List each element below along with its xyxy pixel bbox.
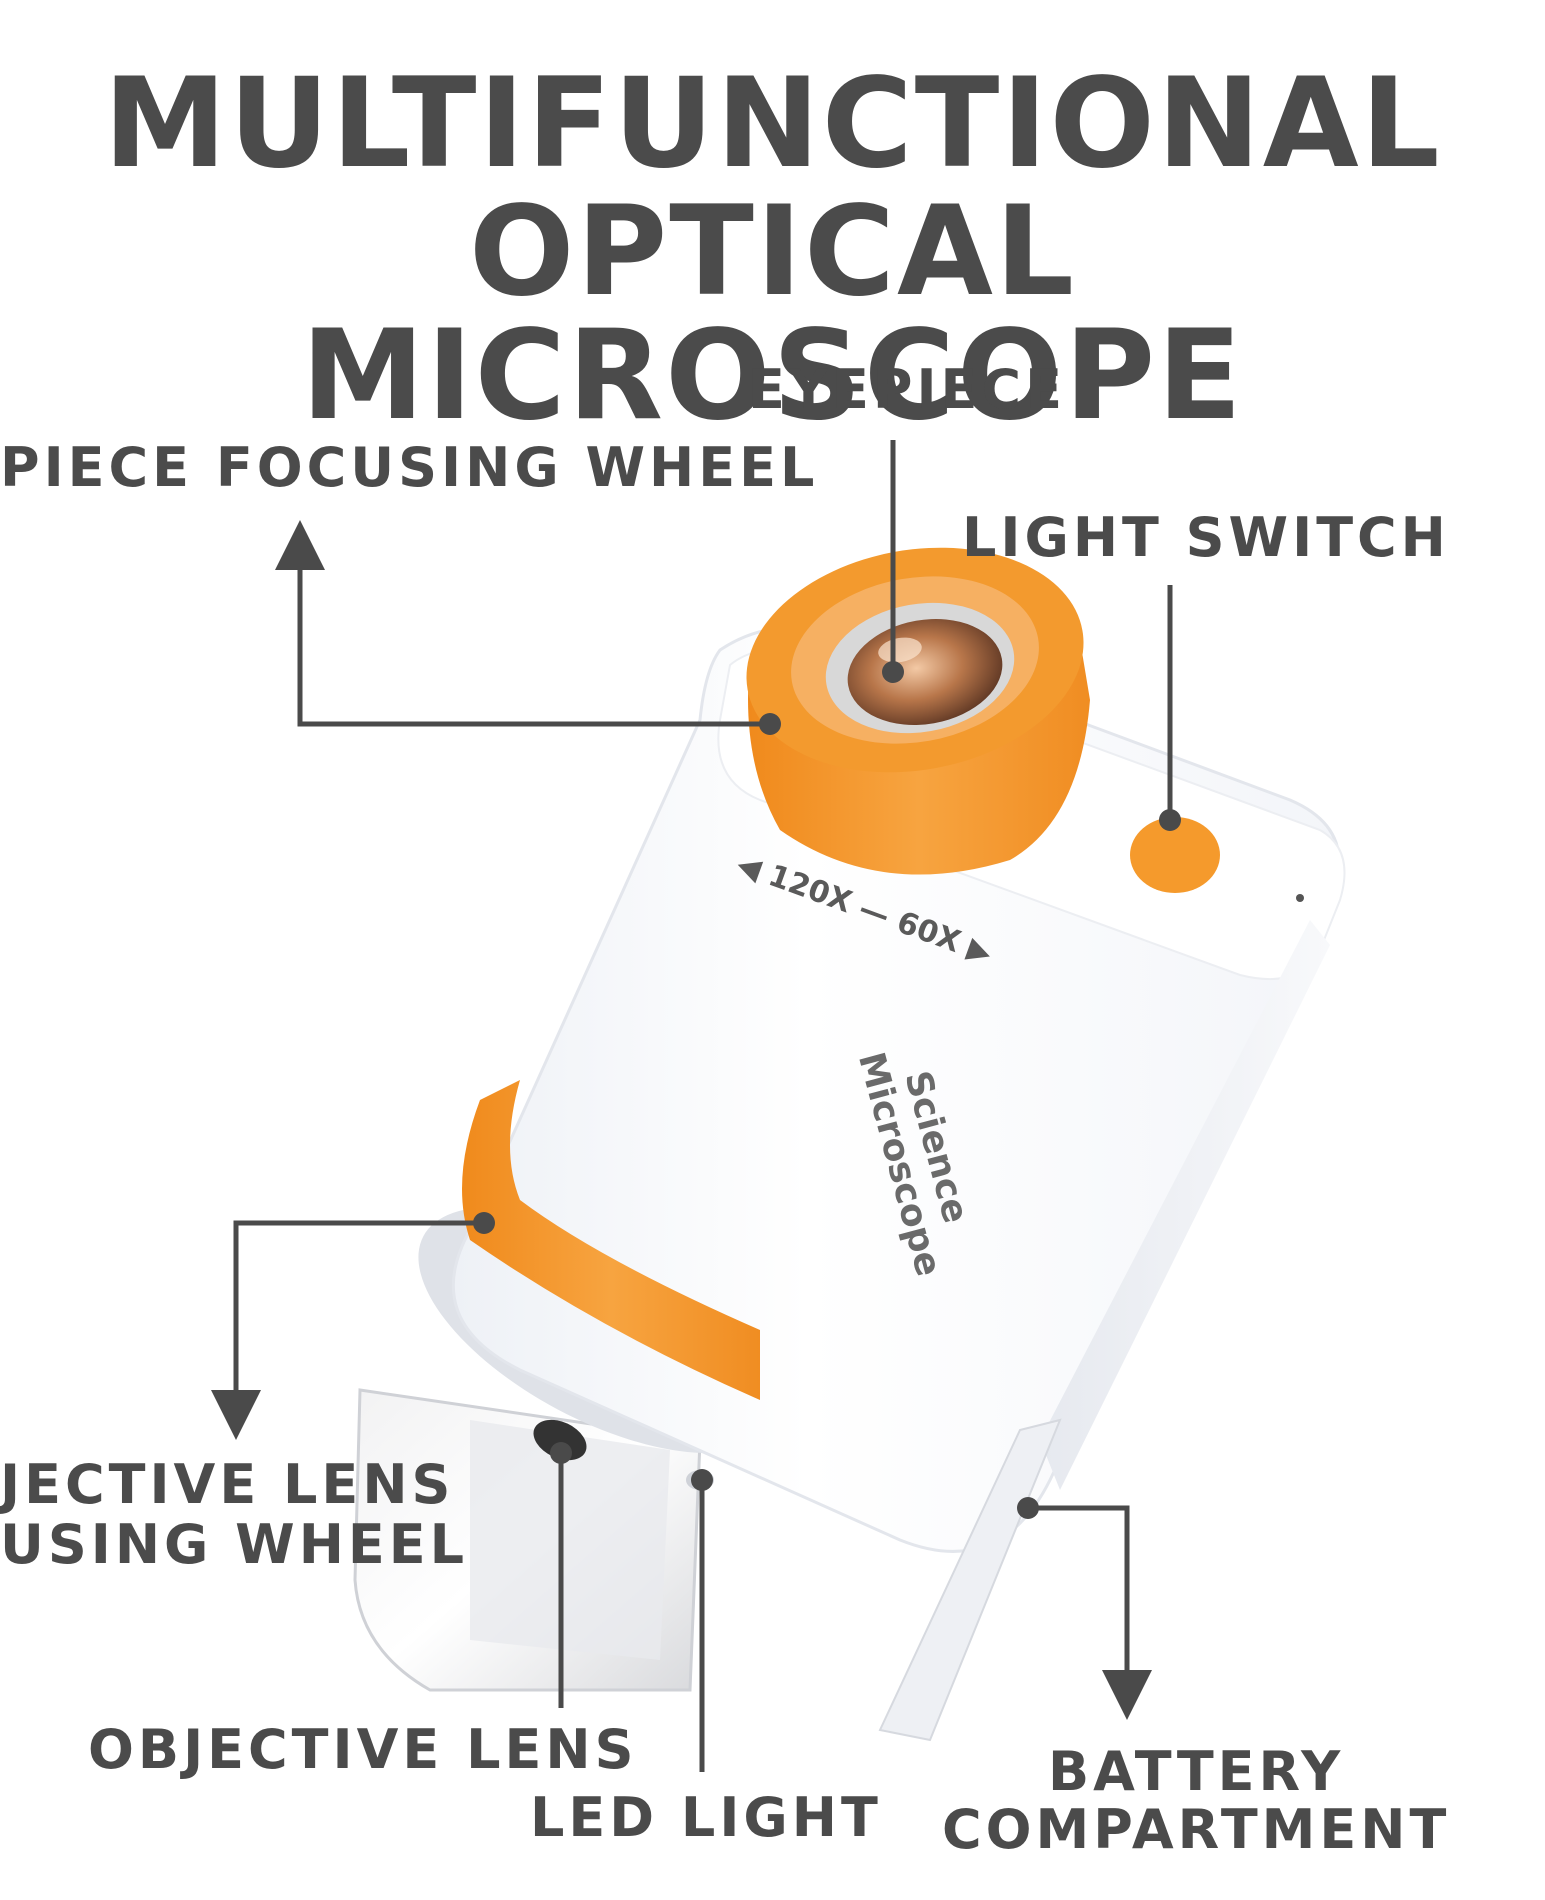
label-objective-focusing-line-1: JECTIVE LENS xyxy=(0,1453,455,1516)
label-objective-focusing-line-2: USING WHEEL xyxy=(0,1513,469,1576)
page-title-line-2: OPTICAL MICROSCOPE xyxy=(301,180,1244,448)
label-eyepiece: EYEPIECE xyxy=(748,358,1066,421)
callout-dots xyxy=(473,661,1181,1519)
microscope-body xyxy=(353,547,1346,1742)
callout-eyepiece-focusing-wheel xyxy=(275,520,770,727)
label-objective-lens: OBJECTIVE LENS xyxy=(88,1718,638,1781)
label-eyepiece-focusing-wheel: PIECE FOCUSING WHEEL xyxy=(0,436,819,499)
callout-lines xyxy=(211,440,1173,1772)
light-switch-button xyxy=(1130,817,1220,893)
label-led-light: LED LIGHT xyxy=(530,1786,882,1849)
label-light-switch: LIGHT SWITCH xyxy=(962,506,1450,569)
eyepiece-assembly xyxy=(746,547,1090,875)
page-title-line-1: MULTIFUNCTIONAL xyxy=(103,52,1442,196)
label-battery-line-2: COMPARTMENT xyxy=(942,1798,1451,1861)
callout-objective-focusing-wheel xyxy=(211,1220,484,1440)
label-battery-line-1: BATTERY xyxy=(1048,1740,1345,1803)
callout-battery-compartment xyxy=(1028,1505,1152,1720)
